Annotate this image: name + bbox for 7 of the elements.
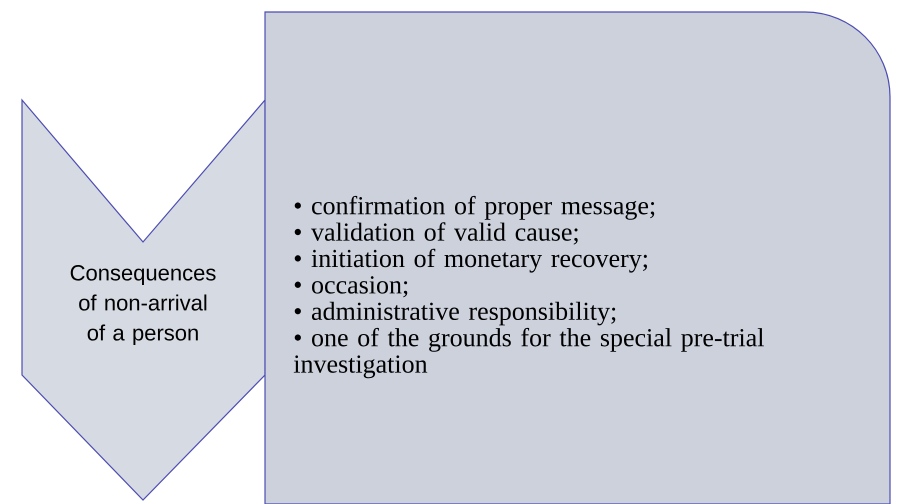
bullet-item: • occasion; <box>294 276 408 298</box>
bullet-item: • validation of valid cause; <box>294 222 578 245</box>
content-panel <box>264 11 891 504</box>
bullet-item: • confirmation of proper message; <box>294 196 654 220</box>
bullet-item: • one of the grounds for the special pre-trial investigation <box>294 328 764 378</box>
bullet-item: • administrative responsibility; <box>294 302 616 326</box>
bullet-item: • initiation of monetary recovery; <box>294 248 647 273</box>
